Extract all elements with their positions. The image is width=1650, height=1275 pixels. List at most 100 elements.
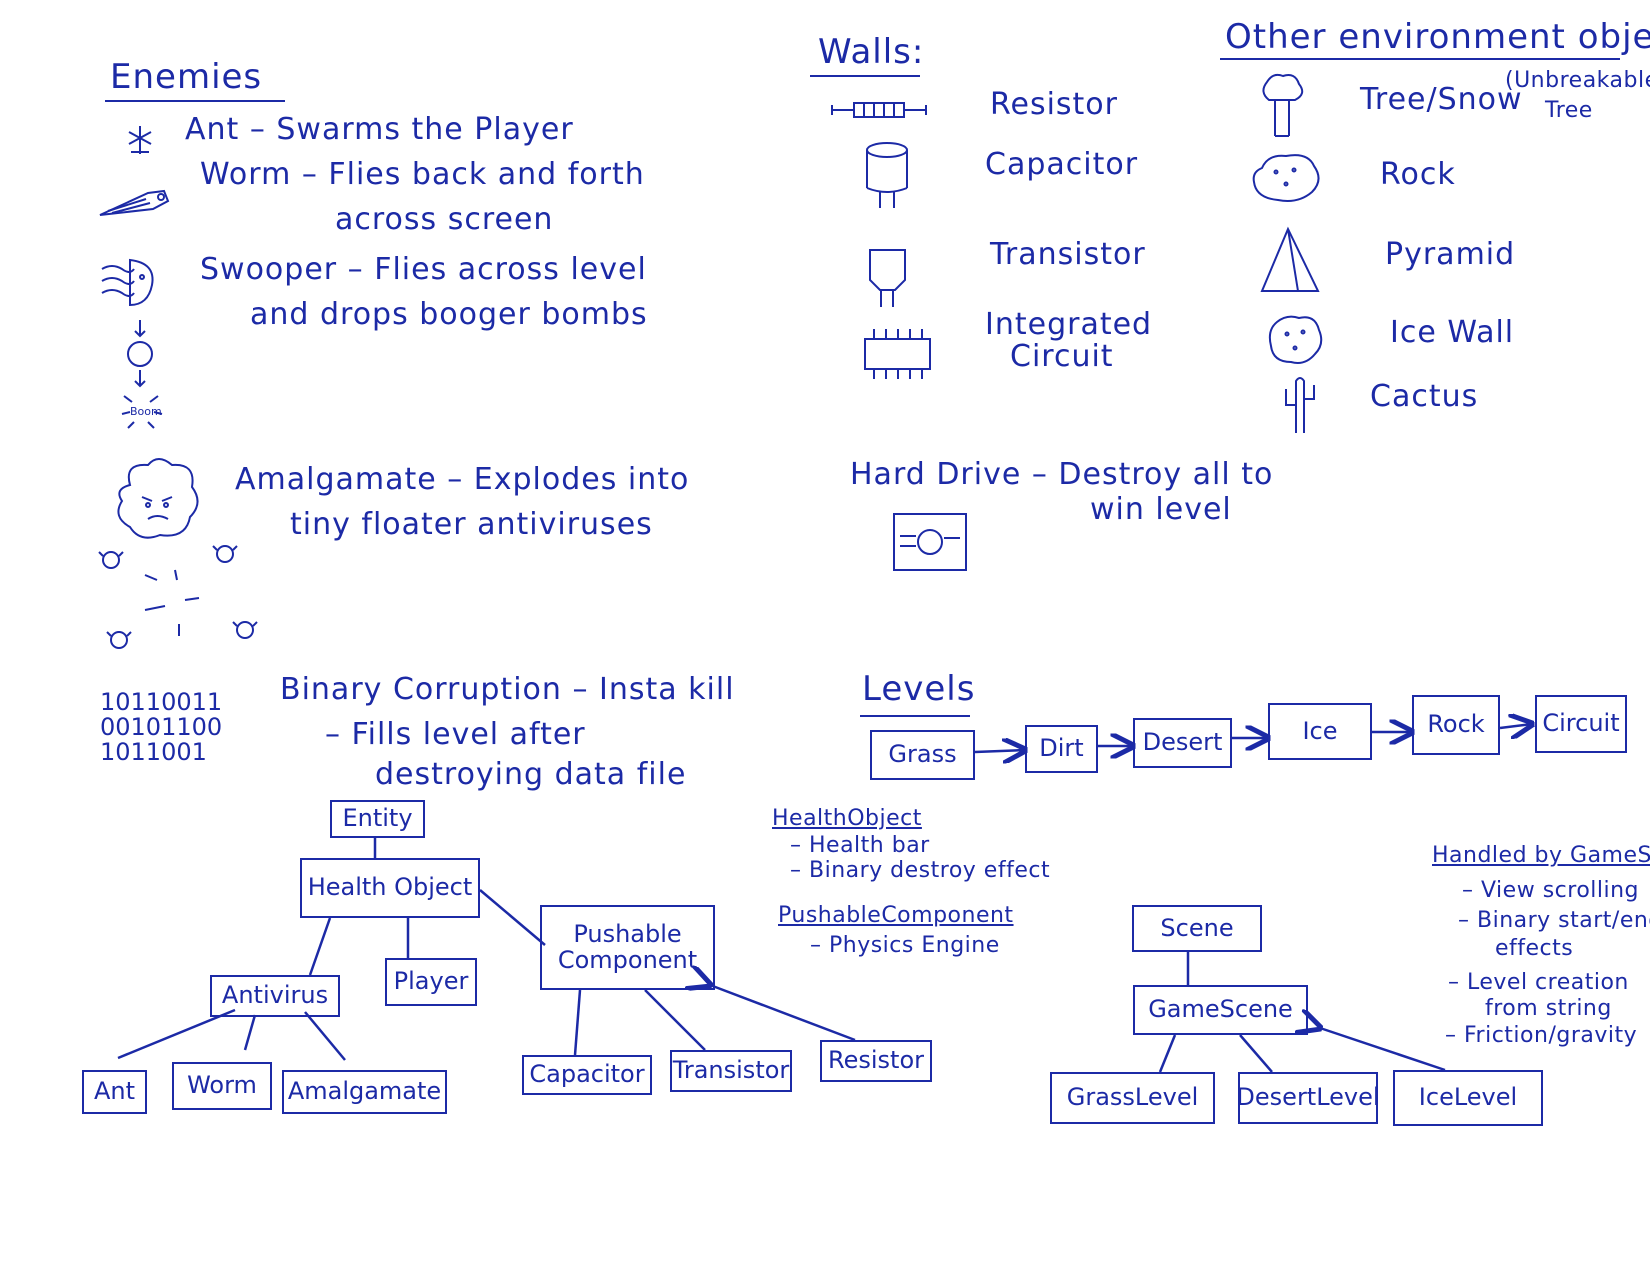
class-worm: Worm	[172, 1062, 272, 1110]
arrow-rock-circuit	[1499, 724, 1532, 728]
link-pushable-resistor	[710, 985, 856, 1042]
ant-description: Ant – Swarms the Player	[185, 112, 574, 147]
link-antivirus-amalgamate	[304, 1011, 346, 1061]
class-entity: Entity	[330, 800, 425, 838]
link-health-antivirus	[308, 917, 332, 976]
note-health-object-item2: – Binary destroy effect	[790, 858, 1051, 883]
link-gamescene-desert	[1239, 1034, 1273, 1073]
level-circuit: Circuit	[1535, 695, 1627, 753]
swooper-description-line2: and drops booger bombs	[250, 297, 648, 332]
class-gamescene: GameScene	[1133, 985, 1308, 1035]
tree-note-line1: (Unbreakable)	[1505, 68, 1650, 93]
binary-corruption-line3: destroying data file	[375, 757, 687, 792]
ice-wall-label: Ice Wall	[1390, 315, 1515, 350]
class-resistor: Resistor	[820, 1040, 932, 1082]
capacitor-label: Capacitor	[985, 147, 1139, 182]
handled-title: Handled by GameScene	[1432, 843, 1650, 868]
walls-underline	[810, 75, 920, 77]
hard-drive-description-line2: win level	[1090, 492, 1232, 527]
transistor-label: Transistor	[990, 237, 1146, 272]
worm-icon	[98, 175, 173, 220]
note-pushable-item1: – Physics Engine	[810, 933, 1000, 958]
link-health-pushable	[479, 889, 546, 946]
walls-heading: Walls:	[818, 32, 925, 72]
worm-description-line1: Worm – Flies back and forth	[200, 157, 645, 192]
capacitor-icon	[862, 140, 912, 210]
environment-underline	[1220, 58, 1620, 60]
booger-bomb-icon	[118, 318, 168, 438]
note-pushable-title: PushableComponent	[778, 903, 1014, 928]
tree-label: Tree/Snow	[1360, 82, 1523, 117]
handled-item5: from string	[1485, 996, 1612, 1021]
class-ice-level: IceLevel	[1393, 1070, 1543, 1126]
link-gamescene-ice	[1320, 1028, 1446, 1072]
class-capacitor: Capacitor	[522, 1055, 652, 1095]
link-pushable-transistor	[644, 989, 706, 1051]
ice-wall-icon	[1265, 312, 1325, 367]
note-health-object-title: HealthObject	[772, 806, 922, 831]
boom-label: Boom	[130, 405, 162, 418]
class-desert-level: DesertLevel	[1236, 1072, 1380, 1124]
binary-digits: 10110011 00101100 1011001	[100, 688, 223, 767]
hard-drive-icon	[890, 510, 970, 575]
class-health-object: Health Object	[300, 858, 480, 918]
cactus-label: Cactus	[1370, 379, 1479, 414]
binary-corruption-line2: – Fills level after	[325, 717, 586, 752]
rock-label: Rock	[1380, 157, 1456, 192]
class-ant: Ant	[82, 1070, 147, 1114]
tree-note-line2: Tree	[1545, 98, 1593, 123]
rock-icon	[1250, 150, 1325, 205]
link-antivirus-ant	[117, 1008, 236, 1060]
level-dirt: Dirt	[1025, 725, 1098, 773]
handled-item4: – Level creation	[1448, 970, 1629, 995]
binary-digits-row1: 10110011	[100, 688, 223, 716]
class-amalgamate: Amalgamate	[282, 1070, 447, 1114]
arrow-grass-dirt	[974, 750, 1025, 752]
class-transistor: Transistor	[670, 1050, 792, 1092]
resistor-label: Resistor	[990, 87, 1118, 122]
levels-underline	[860, 715, 970, 717]
floater-antiviruses-icon	[95, 540, 275, 660]
swooper-description-line1: Swooper – Flies across level	[200, 252, 647, 287]
level-ice: Ice	[1268, 703, 1372, 760]
class-player: Player	[385, 958, 477, 1006]
integrated-circuit-label-line2: Circuit	[1010, 339, 1114, 374]
class-scene: Scene	[1132, 905, 1262, 952]
worm-description-line2: across screen	[335, 202, 554, 237]
integrated-circuit-label-line1: Integrated	[985, 307, 1153, 342]
ant-icon	[125, 122, 155, 158]
binary-corruption-line1: Binary Corruption – Insta kill	[280, 672, 735, 707]
cactus-icon	[1280, 375, 1320, 435]
link-gamescene-grass	[1158, 1034, 1177, 1073]
handled-item1: – View scrolling	[1462, 878, 1640, 903]
link-antivirus-worm	[243, 1014, 257, 1051]
amalgamate-icon	[110, 455, 205, 545]
class-antivirus: Antivirus	[210, 975, 340, 1017]
pyramid-icon	[1258, 225, 1323, 295]
resistor-icon	[830, 95, 930, 125]
handled-item3: effects	[1495, 936, 1574, 961]
note-health-object-item1: – Health bar	[790, 833, 930, 858]
enemies-underline	[105, 100, 285, 102]
handled-item6: – Friction/gravity	[1445, 1023, 1638, 1048]
enemies-heading: Enemies	[110, 57, 263, 97]
environment-heading: Other environment objects?	[1225, 17, 1650, 57]
levels-heading: Levels	[862, 669, 976, 709]
pyramid-label: Pyramid	[1385, 237, 1516, 272]
hard-drive-description-line1: Hard Drive – Destroy all to	[850, 457, 1274, 492]
transistor-icon	[865, 245, 910, 310]
binary-digits-row2: 00101100	[100, 713, 223, 742]
binary-digits-row3: 1011001	[100, 738, 207, 767]
link-pushable-capacitor	[573, 989, 582, 1056]
handled-item2: – Binary start/end	[1458, 908, 1650, 933]
level-desert: Desert	[1133, 718, 1232, 768]
swooper-icon	[100, 255, 160, 310]
class-pushable-component: Pushable Component	[540, 905, 715, 990]
integrated-circuit-icon	[860, 325, 935, 385]
tree-icon	[1255, 70, 1310, 140]
level-rock: Rock	[1412, 695, 1500, 755]
class-grass-level: GrassLevel	[1050, 1072, 1215, 1124]
amalgamate-description-line2: tiny floater antiviruses	[290, 507, 653, 542]
amalgamate-description-line1: Amalgamate – Explodes into	[235, 462, 690, 497]
